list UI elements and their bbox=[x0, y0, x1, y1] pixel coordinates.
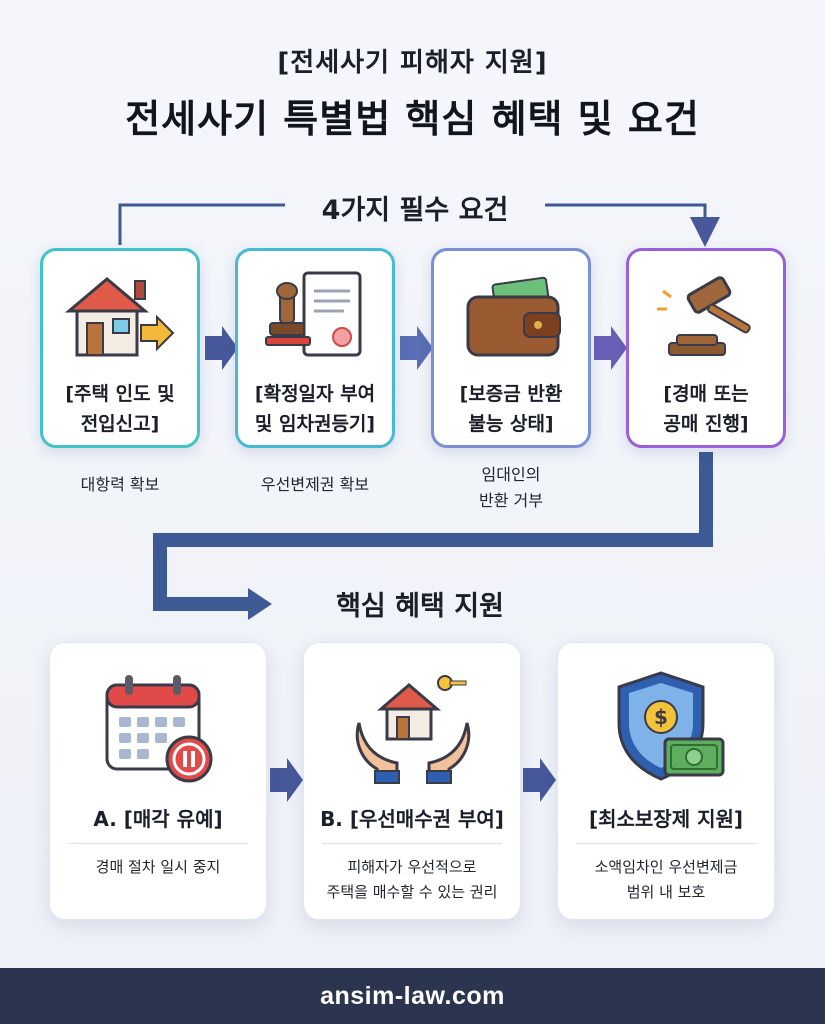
arrow-right-icon bbox=[270, 758, 303, 802]
benefit-card-minimum-guarantee: $ [최소보장제 지원] 소액임차인 우선변제금 범위 내 보호 bbox=[557, 642, 775, 920]
requirement-label: [주택 인도 및 전입신고] bbox=[65, 383, 175, 435]
house-move-in-icon bbox=[64, 277, 175, 357]
footer-site[interactable]: ansim-law.com bbox=[0, 968, 825, 1024]
requirement-card-deposit-unreturnable: [보증금 반환 불능 상태] bbox=[431, 248, 591, 448]
requirement-caption: 우선변제권 확보 bbox=[260, 475, 370, 494]
divider bbox=[576, 843, 756, 844]
gavel-icon bbox=[657, 276, 751, 356]
benefit-title: A. [매각 유예] bbox=[93, 807, 223, 831]
requirement-label: [보증금 반환 불능 상태] bbox=[459, 383, 563, 435]
arrow-right-icon bbox=[523, 758, 556, 802]
arrow-right-icon bbox=[594, 326, 627, 370]
requirements-title: 4가지 필수 요건 bbox=[321, 195, 509, 226]
requirement-label: [확정일자 부여 및 임차권등기] bbox=[254, 383, 376, 435]
requirement-card-move-in: [주택 인도 및 전입신고] bbox=[40, 248, 200, 448]
requirement-card-fixed-date: [확정일자 부여 및 임차권등기] bbox=[235, 248, 395, 448]
arrow-right-icon bbox=[400, 326, 433, 370]
page-title: 전세사기 특별법 핵심 혜택 및 요건 bbox=[125, 97, 700, 141]
benefit-description: 경매 절차 일시 중지 bbox=[95, 858, 221, 876]
benefits-title: 핵심 혜택 지원 bbox=[336, 591, 504, 622]
stamp-document-icon bbox=[265, 271, 362, 357]
requirement-label: [경매 또는 공매 진행] bbox=[663, 383, 749, 435]
divider bbox=[68, 843, 248, 844]
benefits-connector bbox=[153, 452, 713, 611]
requirements-top-connector bbox=[118, 203, 285, 245]
benefit-description: 소액임차인 우선변제금 범위 내 보호 bbox=[594, 858, 738, 901]
requirement-card-auction: [경매 또는 공매 진행] bbox=[626, 248, 786, 448]
requirement-caption: 대항력 확보 bbox=[80, 475, 160, 494]
shield-money-icon: $ bbox=[617, 671, 725, 781]
hands-house-key-icon bbox=[355, 675, 471, 784]
wallet-icon bbox=[466, 276, 561, 357]
benefit-card-priority-purchase: B. [우선매수권 부여] 피해자가 우선적으로 주택을 매수할 수 있는 권리 bbox=[303, 642, 521, 920]
divider bbox=[322, 843, 502, 844]
requirement-caption: 임대인의 반환 거부 bbox=[479, 465, 543, 510]
arrow-right-icon bbox=[205, 326, 238, 370]
benefit-card-sale-deferral: A. [매각 유예] 경매 절차 일시 중지 bbox=[49, 642, 267, 920]
benefit-title: B. [우선매수권 부여] bbox=[320, 807, 504, 831]
benefit-description: 피해자가 우선적으로 주택을 매수할 수 있는 권리 bbox=[326, 858, 498, 901]
benefit-title: [최소보장제 지원] bbox=[588, 807, 744, 831]
svg-text:$: $ bbox=[654, 705, 668, 729]
page-subtitle: [전세사기 피해자 지원] bbox=[277, 48, 548, 78]
calendar-pause-icon bbox=[105, 675, 213, 783]
